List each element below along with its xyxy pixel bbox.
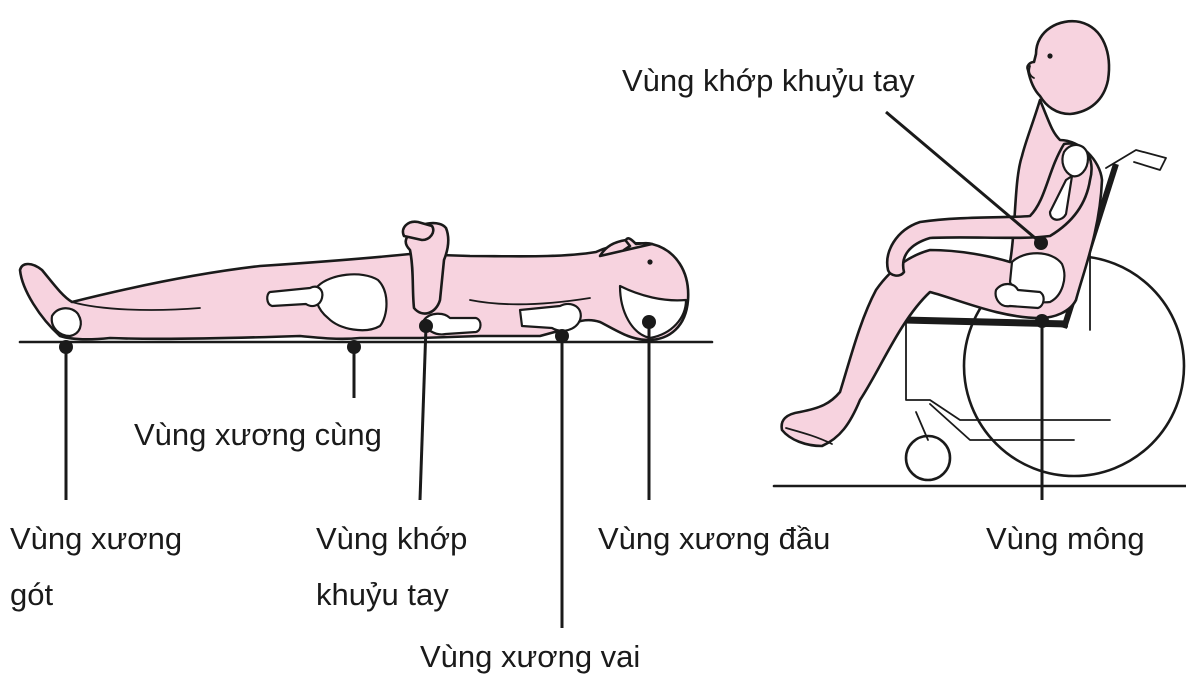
- elbow-marker: [419, 319, 433, 333]
- wheelchair-frame: [906, 320, 1110, 420]
- wheelchair-small-wheel: [906, 436, 950, 480]
- buttocks-label: Vùng mông: [986, 518, 1145, 560]
- lying-eye: [647, 259, 652, 264]
- heel-label: Vùng xương gót: [10, 518, 182, 616]
- shoulder-label: Vùng xương vai: [420, 636, 640, 678]
- head-label: Vùng xương đầu: [598, 518, 830, 560]
- sacrum-text: Vùng xương cùng: [134, 414, 382, 456]
- lying-hand: [403, 222, 433, 240]
- elbow-leader: [420, 326, 426, 500]
- seated-elbow-marker: [1034, 236, 1048, 250]
- seated-elbow-text: Vùng khớp khuỷu tay: [622, 60, 915, 102]
- elbow-text-line1: Vùng khớp: [316, 518, 467, 560]
- elbow-label: Vùng khớp khuỷu tay: [316, 518, 467, 616]
- head-text: Vùng xương đầu: [598, 518, 830, 560]
- shoulder-text: Vùng xương vai: [420, 636, 640, 678]
- elbow-text-line2: khuỷu tay: [316, 574, 467, 616]
- shoulder-marker: [555, 329, 569, 343]
- sacrum-marker: [347, 340, 361, 354]
- seated-shoulder-bone: [1062, 145, 1088, 176]
- buttocks-text: Vùng mông: [986, 518, 1145, 560]
- head-marker: [642, 315, 656, 329]
- wheelchair-frame-low: [930, 404, 1074, 440]
- lying-shoulder-bone: [520, 304, 581, 331]
- heel-text-line2: gót: [10, 574, 182, 616]
- heel-marker: [59, 340, 73, 354]
- sacrum-label: Vùng xương cùng: [134, 414, 382, 456]
- seated-eye: [1047, 53, 1052, 58]
- heel-text-line1: Vùng xương: [10, 518, 182, 560]
- buttocks-marker: [1035, 314, 1049, 328]
- seated-elbow-label: Vùng khớp khuỷu tay: [622, 60, 915, 102]
